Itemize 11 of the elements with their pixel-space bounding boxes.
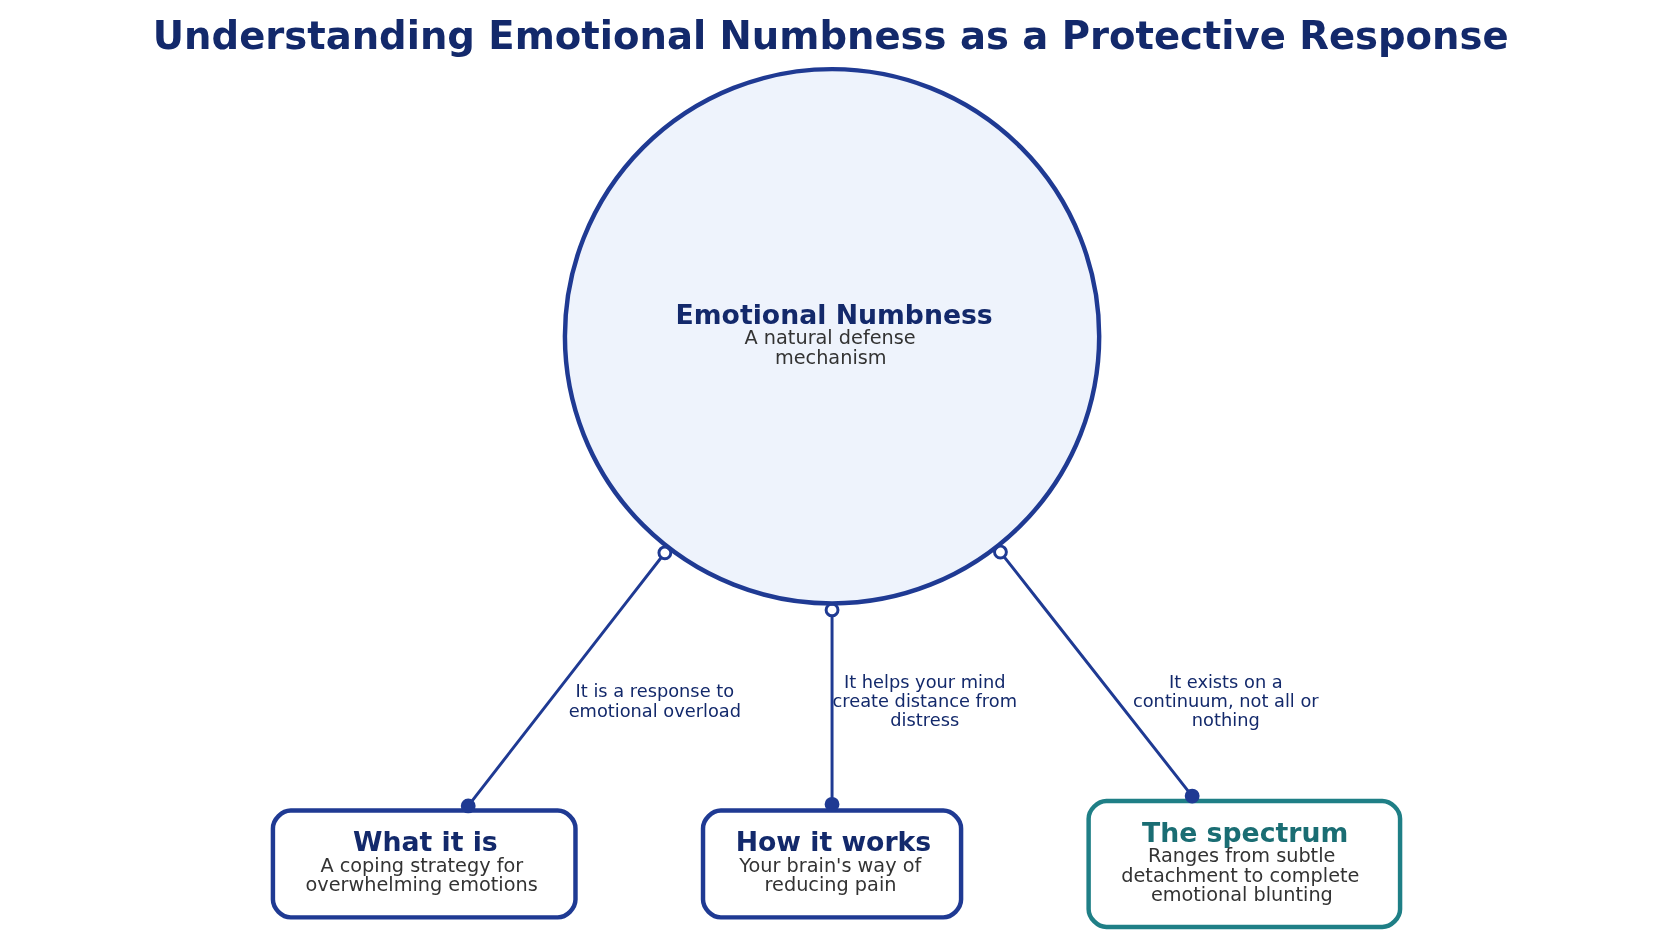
node-box: The spectrum Ranges from subtle detachment to complete emotional blunting — [1085, 798, 1402, 930]
edge-label: It helps your mind create distance from distress — [832, 670, 1017, 731]
edge-label: It is a response to emotional overload — [568, 680, 741, 721]
node-box: What it is A coping strategy for overwhelming emotions — [270, 808, 578, 920]
diagram-title: Understanding Emotional Numbness as a Protective Response — [152, 13, 1509, 59]
node-circle: Emotional Numbness A natural defense mechanism — [562, 66, 1101, 606]
connector — [824, 602, 839, 812]
connector — [460, 545, 672, 814]
edge-label: It exists on a continuum, not all or nothing — [1132, 670, 1319, 731]
node-box: How it works Your brain's way of reducing pain — [700, 808, 963, 920]
connector — [992, 544, 1200, 804]
